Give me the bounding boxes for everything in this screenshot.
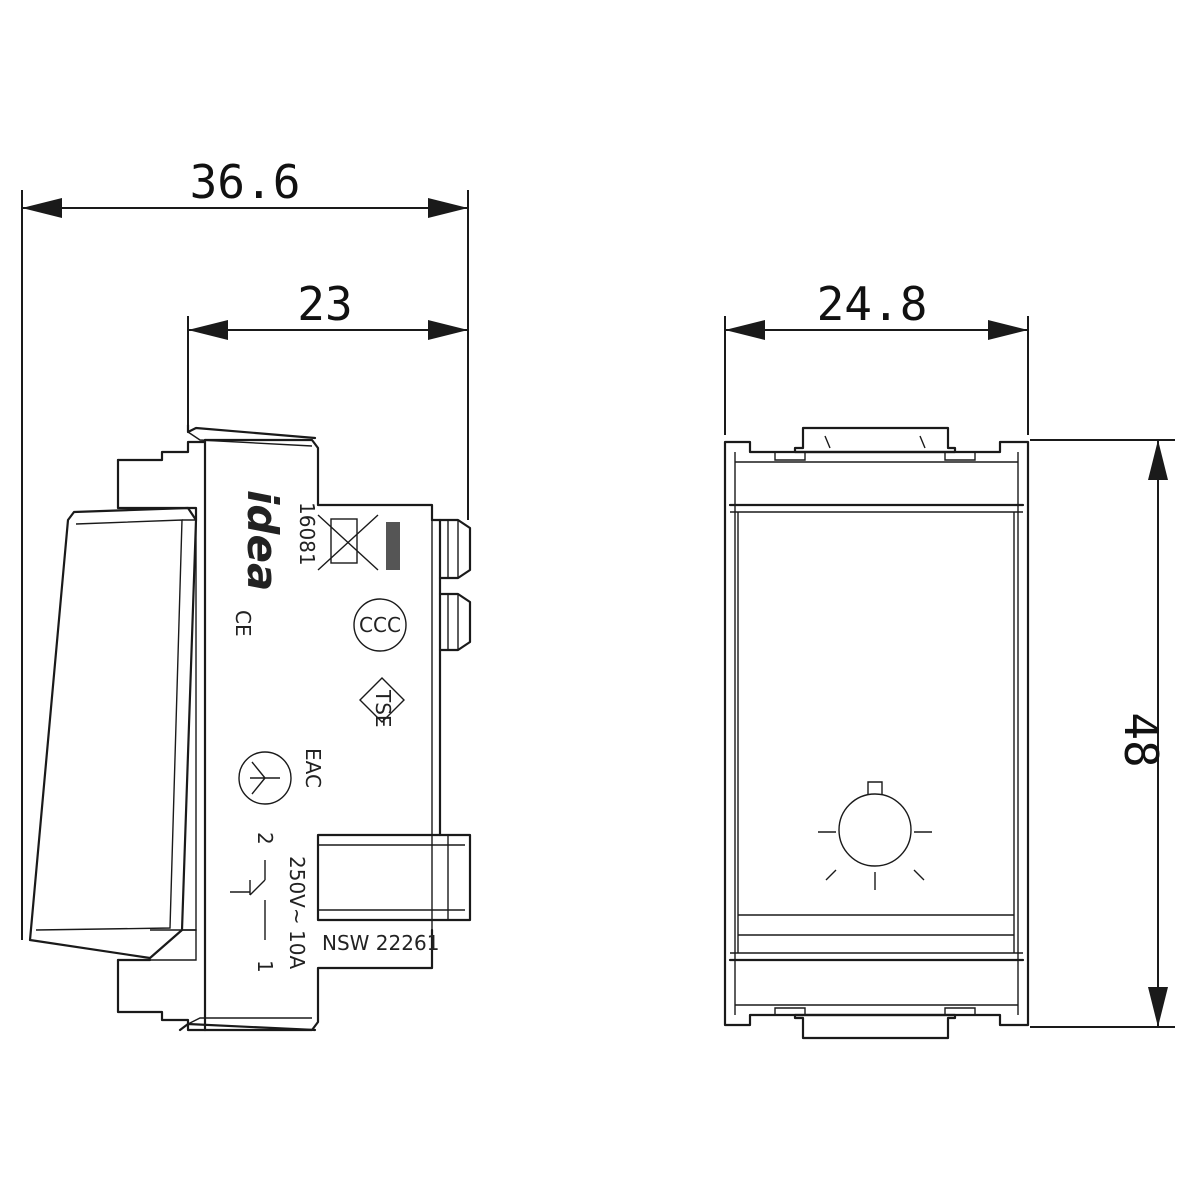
svg-text:EAC: EAC	[301, 748, 325, 788]
ccc-mark-icon: CCC	[353, 598, 407, 652]
product-code: 16081	[295, 502, 319, 566]
front-view	[723, 426, 1030, 1040]
dimension-label-overall-depth: 36.6	[190, 155, 301, 209]
brand-logo: idea	[238, 490, 287, 591]
weee-bin-icon	[317, 514, 400, 571]
svg-text:CE: CE	[231, 610, 255, 637]
dimension-body-depth: 23	[187, 277, 468, 425]
dimension-height: 48	[1030, 439, 1175, 1028]
dimension-width: 24.8	[724, 277, 1029, 435]
dimension-overall-depth: 36.6	[21, 155, 469, 940]
side-view: idea 16081 CCC CE TSE EAC	[28, 423, 472, 1032]
ce-mark-icon: CE	[231, 610, 255, 637]
tse-mark-icon: TSE	[359, 677, 405, 728]
certification-circle-icon	[238, 751, 292, 805]
svg-text:1: 1	[253, 960, 277, 973]
dimension-label-height: 48	[1114, 712, 1168, 767]
dimension-label-width: 24.8	[817, 277, 928, 331]
nsw-code: NSW 22261	[322, 931, 439, 955]
lamp-symbol-icon	[818, 781, 932, 890]
svg-text:CCC: CCC	[359, 613, 401, 637]
rating-voltage: 250V~	[285, 856, 309, 925]
dimension-label-body-depth: 23	[297, 277, 352, 331]
svg-text:TSE: TSE	[371, 689, 395, 728]
eac-mark-icon: EAC	[301, 748, 325, 788]
svg-text:2: 2	[253, 832, 277, 845]
switch-symbol-icon: 1 2	[230, 832, 277, 973]
rating-current: 10A	[285, 930, 309, 969]
